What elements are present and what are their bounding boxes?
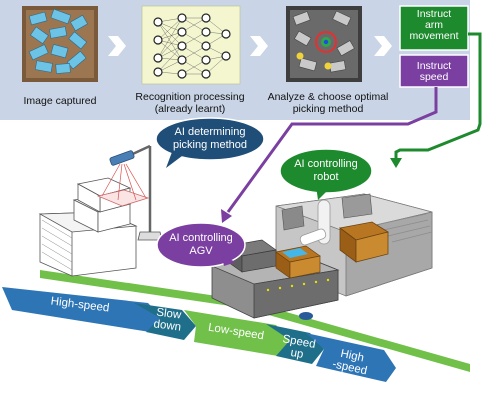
step-image-captured-label: Image captured	[23, 95, 97, 107]
instruct-arm-line2: arm	[424, 19, 444, 31]
road-segment-high-speed	[2, 287, 162, 332]
speed-arrow-head	[221, 209, 232, 223]
road-label-slow-down: Slow down	[145, 305, 192, 334]
neural-network-icon	[141, 5, 241, 85]
captured-image	[22, 6, 98, 82]
road-segment-slow-down	[134, 303, 196, 340]
step-recognition-line1: Recognition processing	[135, 91, 245, 103]
step-recognition-line2: (already learnt)	[154, 103, 226, 115]
agv-bubble	[156, 222, 246, 268]
analyzed-image	[286, 6, 362, 82]
agv-bubble-line1: AI controlling	[169, 232, 233, 244]
step-analyze-line1: Analyze & choose optimal	[267, 91, 389, 103]
picking-bubble-line2: picking method	[173, 139, 247, 151]
road-segment-low-speed	[184, 310, 290, 356]
camera-icon	[109, 150, 135, 166]
instruct-speed: Instruct speed	[400, 58, 468, 88]
agv-bubble-line2: AGV	[189, 245, 213, 257]
road-green-edge	[40, 270, 470, 372]
arm-instruction-arrow	[394, 32, 482, 160]
chevron-right-icon	[108, 36, 126, 56]
instruct-speed-line1: Instruct	[416, 60, 452, 72]
robot-bubble	[279, 148, 373, 200]
agv	[210, 239, 340, 320]
picking-bubble-text: AI determining picking method	[160, 126, 260, 152]
step-recognition: Recognition processing (already learnt)	[120, 91, 260, 115]
instruct-arm-line1: Instruct	[416, 8, 452, 20]
step-analyze: Analyze & choose optimal picking method	[258, 91, 398, 115]
road-segment-high-speed-2	[306, 333, 396, 382]
robot-bubble-line1: AI controlling	[294, 158, 358, 170]
instruct-arm-movement: Instruct arm movement	[400, 6, 468, 50]
chevron-right-icon	[250, 36, 268, 56]
target-icon	[315, 31, 337, 53]
instruct-speed-box	[399, 54, 469, 88]
robot-bubble-line2: robot	[313, 171, 339, 183]
robot-bubble-text: AI controlling robot	[284, 158, 368, 184]
instruct-speed-line2: speed	[419, 71, 449, 83]
chevron-right-icon	[374, 36, 392, 56]
step-image-captured: Image captured	[0, 95, 120, 107]
speed-instruction-arrow	[226, 87, 438, 213]
instruct-arm-line3: movement	[409, 30, 459, 42]
picking-bubble	[155, 117, 265, 168]
camera-field-lines	[101, 163, 147, 201]
agv-wheel	[299, 312, 313, 320]
step-analyze-line2: picking method	[292, 103, 364, 115]
picking-bubble-line1: AI determining	[174, 126, 246, 138]
speed-road	[2, 270, 470, 402]
arm-arrow-head	[390, 158, 402, 168]
agv-bubble-text: AI controlling AGV	[159, 232, 243, 258]
instruct-arm-box	[399, 5, 469, 51]
picking-station	[38, 144, 163, 277]
